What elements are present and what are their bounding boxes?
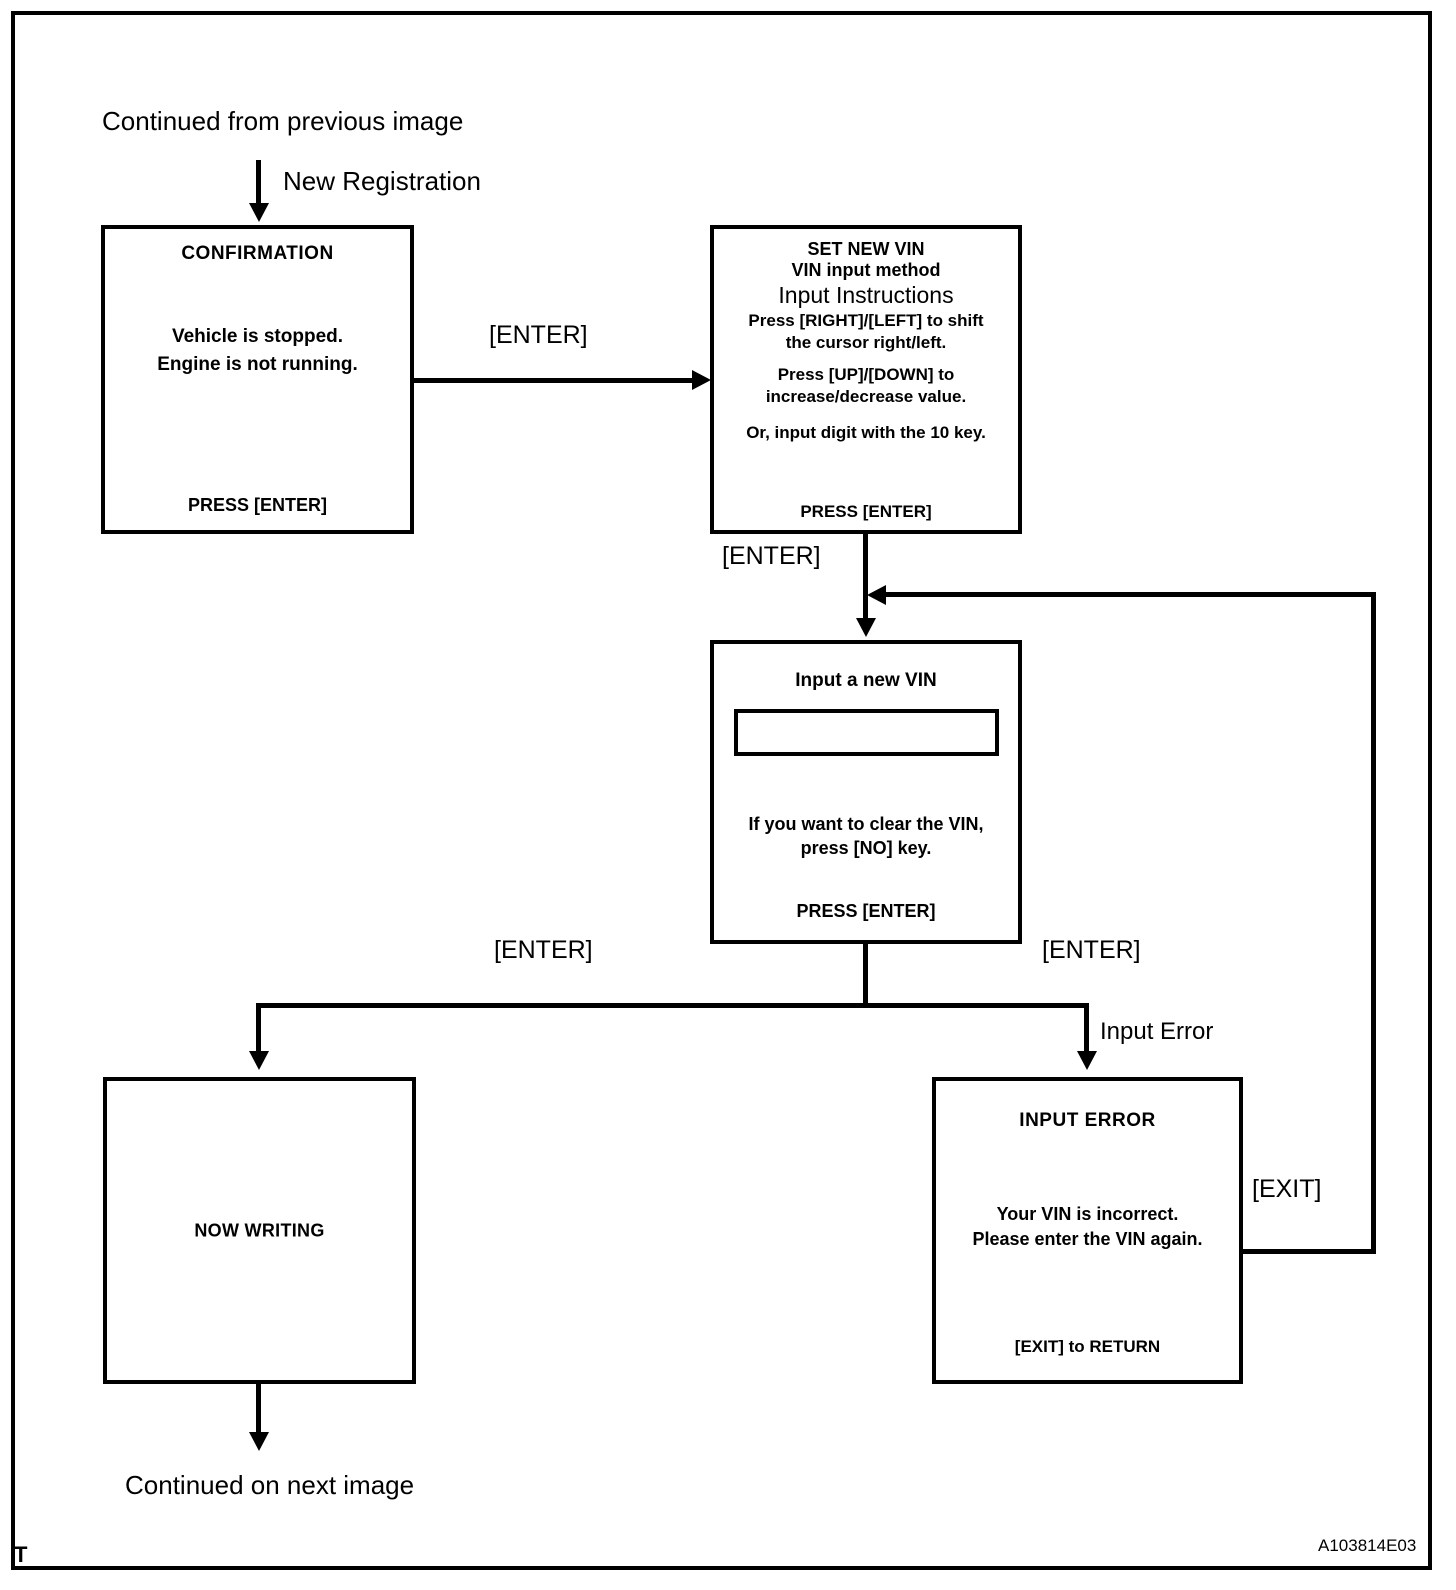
setvin-instruction-2: Press [UP]/[DOWN] to increase/decrease v…: [714, 364, 1018, 408]
enter-label-confirmation-to-setvin: [ENTER]: [489, 321, 588, 349]
screen-input-a-new-vin[interactable]: Input a new VIN If you want to clear the…: [710, 640, 1022, 944]
setvin-instruction-3: Or, input digit with the 10 key.: [746, 423, 986, 443]
document-code: A103814E03: [1318, 1536, 1417, 1555]
input-error-branch-label: Input Error: [1100, 1018, 1214, 1045]
arrow-nowwriting-to-next: [249, 1432, 269, 1451]
setvin-subtitle: VIN input method: [791, 260, 941, 280]
inputvin-footer: PRESS [ENTER]: [796, 901, 936, 921]
screen-set-new-vin[interactable]: SET NEW VIN VIN input method Input Instr…: [710, 225, 1022, 534]
confirmation-title: CONFIRMATION: [181, 243, 334, 264]
connector-inputvin-stem: [863, 944, 868, 1007]
corner-registration-mark: T: [14, 1542, 28, 1567]
new-registration-label: New Registration: [283, 166, 481, 196]
connector-branch-right: [1084, 1003, 1089, 1055]
exit-branch-label: [EXIT]: [1252, 1175, 1322, 1203]
continued-from-previous-label: Continued from previous image: [102, 106, 464, 136]
setvin-instruction-1: Press [RIGHT]/[LEFT] to shift the cursor…: [714, 310, 1018, 354]
enter-label-inputvin-to-nowwriting: [ENTER]: [494, 936, 593, 964]
setvin-title: SET NEW VIN: [807, 239, 925, 259]
connector-branch-left: [256, 1003, 261, 1055]
arrow-exit-loop-into-inputvin: [867, 585, 886, 605]
inputerror-body-line1: Your VIN is incorrect.: [996, 1204, 1179, 1224]
setvin-section-heading: Input Instructions: [778, 282, 954, 308]
arrow-branch-to-nowwriting: [249, 1051, 269, 1070]
setvin-instr1-line1: Press [RIGHT]/[LEFT] to shift: [748, 311, 984, 331]
screen-input-error[interactable]: INPUT ERROR Your VIN is incorrect. Pleas…: [932, 1077, 1243, 1384]
setvin-footer: PRESS [ENTER]: [800, 502, 932, 521]
setvin-instr2-line2: increase/decrease value.: [765, 386, 967, 406]
enter-label-setvin-to-inputvin: [ENTER]: [722, 542, 821, 570]
connector-nowwriting-exit: [256, 1384, 261, 1439]
screen-now-writing[interactable]: NOW WRITING: [103, 1077, 416, 1384]
inputvin-hint-line2: press [NO] key.: [800, 837, 932, 858]
nowwriting-label: NOW WRITING: [194, 1220, 325, 1240]
arrow-setvin-to-inputvin: [856, 618, 876, 637]
confirmation-body: Vehicle is stopped. Engine is not runnin…: [105, 323, 410, 378]
arrow-branch-to-inputerror: [1077, 1051, 1097, 1070]
connector-exit-loop-top: [886, 592, 1376, 597]
confirmation-body-line1: Vehicle is stopped.: [171, 326, 344, 347]
enter-label-inputvin-to-inputerror: [ENTER]: [1042, 936, 1141, 964]
confirmation-body-line2: Engine is not running.: [157, 353, 358, 375]
inputvin-hint-line1: If you want to clear the VIN,: [748, 814, 984, 834]
connector-exit-loop-bottom: [1243, 1249, 1376, 1254]
setvin-instr2-line1: Press [UP]/[DOWN] to: [777, 364, 955, 384]
inputerror-body: Your VIN is incorrect. Please enter the …: [936, 1202, 1239, 1252]
connector-setvin-to-inputvin: [863, 534, 868, 624]
connector-confirmation-to-setvin: [414, 378, 697, 383]
inputvin-title: Input a new VIN: [795, 670, 937, 691]
arrow-confirmation-to-setvin: [692, 370, 711, 390]
screen-confirmation[interactable]: CONFIRMATION Vehicle is stopped. Engine …: [101, 225, 414, 534]
continued-on-next-label: Continued on next image: [125, 1470, 415, 1500]
inputvin-hint: If you want to clear the VIN, press [NO]…: [714, 813, 1018, 861]
connector-entry-line: [256, 160, 261, 207]
inputerror-footer: [EXIT] to RETURN: [1014, 1337, 1161, 1356]
vin-input-field[interactable]: [733, 709, 999, 756]
page-border: [11, 11, 1432, 1570]
inputerror-body-line2: Please enter the VIN again.: [972, 1229, 1203, 1250]
setvin-instr1-line2: the cursor right/left.: [785, 333, 947, 353]
connector-branch-bar: [256, 1003, 1089, 1008]
connector-exit-loop-right: [1371, 592, 1376, 1252]
confirmation-footer: PRESS [ENTER]: [187, 495, 328, 515]
arrow-entry-to-confirmation: [249, 203, 269, 222]
inputerror-title: INPUT ERROR: [1019, 1110, 1156, 1131]
